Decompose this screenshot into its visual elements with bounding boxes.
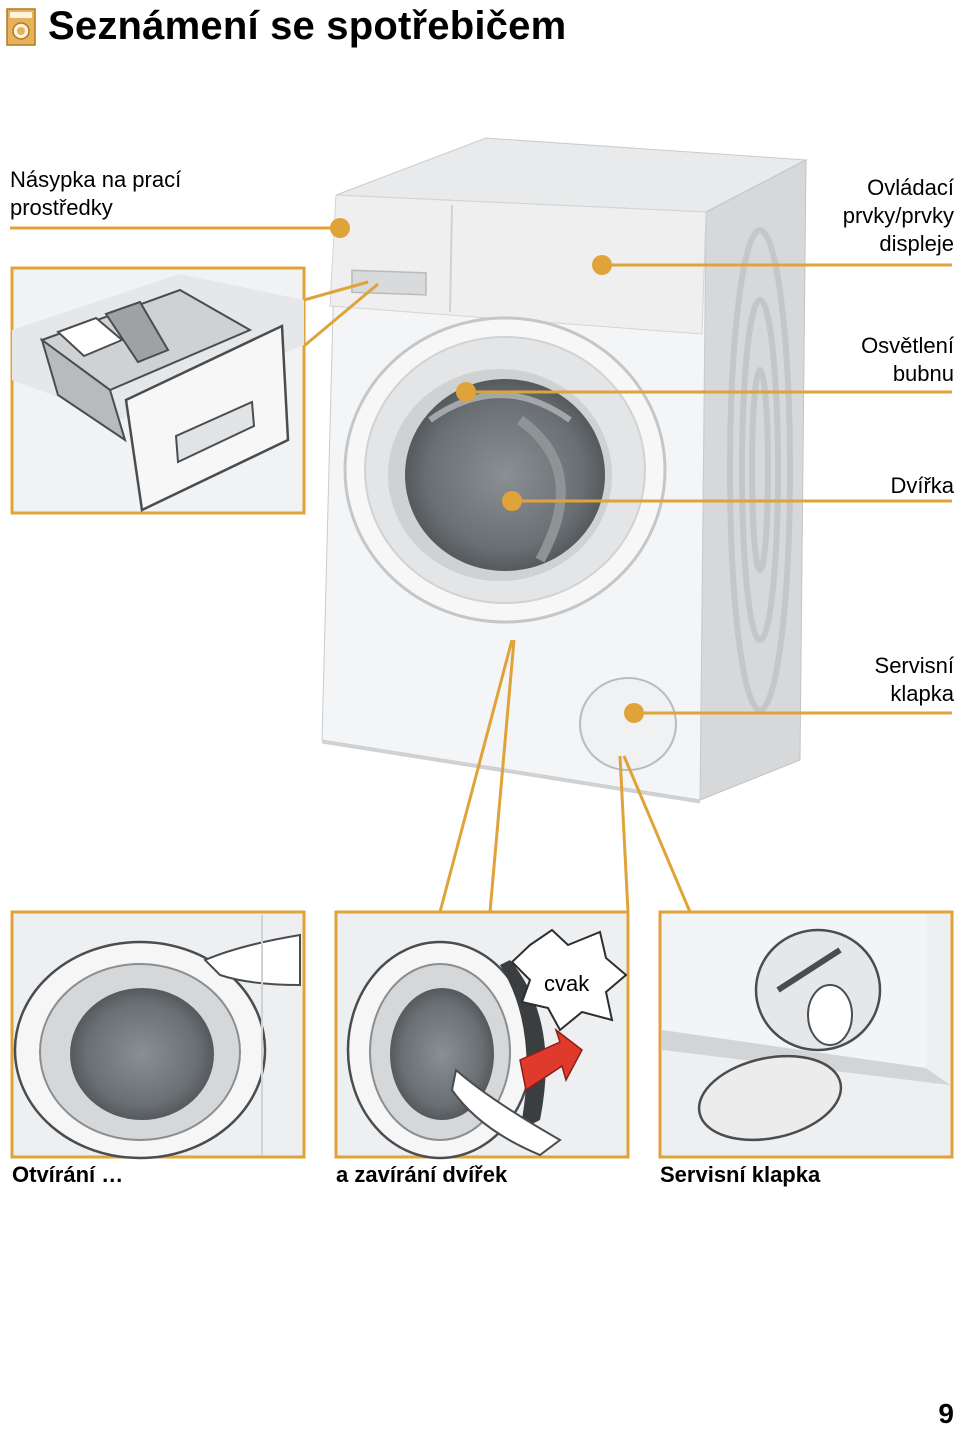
label-drum-light: Osvětlení bubnu (861, 333, 954, 386)
door-opening-panel (10, 910, 306, 1160)
washing-machine-icon (6, 8, 36, 46)
closing-sound-text: cvak (544, 971, 590, 996)
caption-opening: Otvírání … (12, 1162, 124, 1187)
page-title: Seznámení se spotřebičem (48, 4, 567, 48)
label-door: Dvířka (890, 473, 954, 498)
washing-machine (321, 137, 808, 804)
label-controls: Ovládací prvky/prvky displeje (842, 175, 954, 256)
caption-service: Servisní klapka (660, 1162, 821, 1187)
service-flap-panel (658, 910, 954, 1159)
label-dispenser: Násypka na prací prostředky (10, 167, 182, 220)
label-service-flap: Servisní klapka (874, 653, 954, 706)
page-number: 9 (938, 1398, 954, 1429)
caption-closing: a zavírání dvířek (336, 1162, 508, 1187)
dispenser-detail-panel (10, 266, 306, 515)
door-closing-panel (334, 910, 630, 1160)
